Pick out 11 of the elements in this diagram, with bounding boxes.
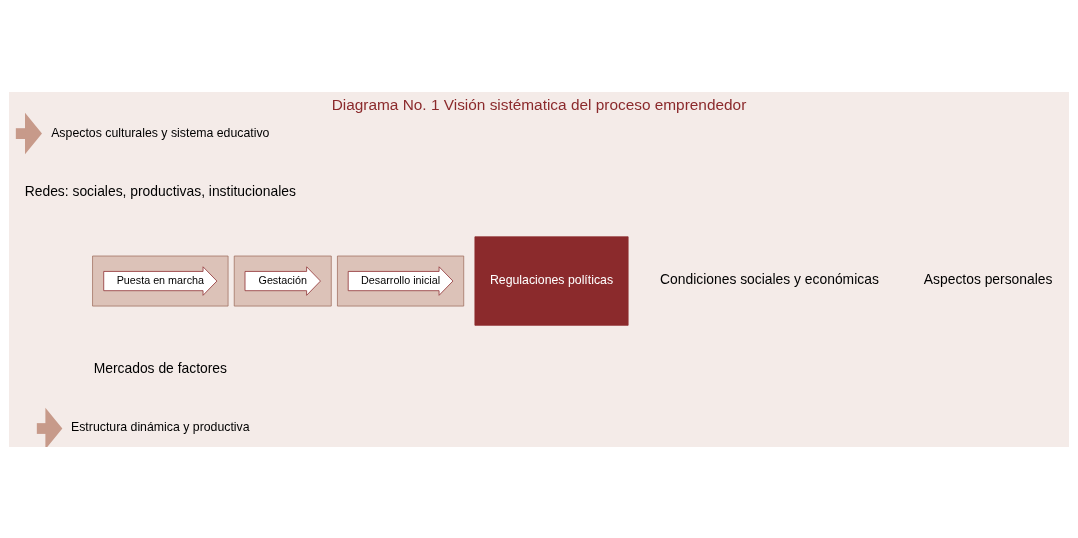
label: Condiciones sociales y económicas [660, 270, 879, 287]
node-text: Estructura dinámica y productiva [71, 419, 250, 434]
label: Aspectos personales [923, 270, 1053, 287]
cluster [233, 255, 332, 306]
cluster [337, 255, 465, 306]
node-text: Aspectos culturales y sistema educativo [51, 125, 270, 140]
label: Mercados de factores [93, 359, 227, 376]
cluster [92, 255, 229, 306]
node-box: Regulaciones políticas [474, 235, 629, 326]
label: Redes: sociales, productivas, institucionales [24, 182, 296, 199]
diagram-title: Diagrama No. 1 Visión sistématica del proceso emprendedor [331, 95, 747, 113]
